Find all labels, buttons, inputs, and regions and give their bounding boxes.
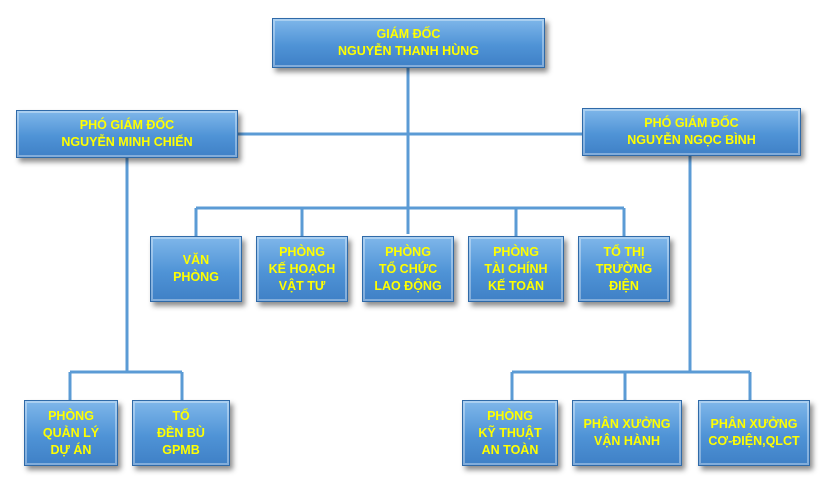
director-title: GIÁM ĐỐC [376, 27, 441, 41]
unit-mechanical-box: PHÂN XƯỞNG CƠ-ĐIỆN,QLCT [698, 400, 810, 466]
unit-operation-box: PHÂN XƯỞNG VẬN HÀNH [572, 400, 682, 466]
unit-safety-line3: AN TOÀN [481, 442, 539, 457]
dept-personnel-line3: LAO ĐỘNG [374, 278, 442, 293]
unit-operation-line2: VẬN HÀNH [594, 434, 660, 448]
dept-office-line2: PHÒNG [173, 270, 219, 284]
dept-planning-line3: VẬT TƯ [278, 278, 326, 293]
dept-planning-box: PHÒNG KẾ HOẠCH VẬT TƯ [256, 236, 348, 302]
dept-personnel-box: PHÒNG TỔ CHỨC LAO ĐỘNG [362, 236, 454, 302]
dept-personnel-line2: TỔ CHỨC [378, 261, 438, 276]
director-box: GIÁM ĐỐC NGUYỄN THANH HÙNG [272, 18, 545, 68]
unit-safety-line1: PHÒNG [487, 408, 533, 423]
unit-project-box: PHÒNG QUẢN LÝ DỰ ÁN [24, 400, 118, 466]
dept-finance-line3: KẾ TOÁN [487, 278, 545, 293]
unit-project-line2: QUẢN LÝ [42, 425, 100, 440]
unit-compensation-line2: ĐỀN BÙ [157, 425, 205, 440]
unit-compensation-line1: TỔ [172, 408, 190, 423]
unit-safety-box: PHÒNG KỸ THUẬT AN TOÀN [462, 400, 558, 466]
dept-finance-line1: PHÒNG [493, 244, 539, 259]
unit-compensation-line3: GPMB [162, 442, 200, 457]
dept-market-line1: TỔ THỊ [603, 244, 645, 259]
deputy-left-title: PHÓ GIÁM ĐỐC [79, 118, 175, 132]
dept-office-line1: VĂN [182, 253, 210, 267]
unit-project-line1: PHÒNG [48, 408, 94, 423]
unit-mechanical-line1: PHÂN XƯỞNG [710, 417, 798, 431]
dept-office-box: VĂN PHÒNG [150, 236, 242, 302]
deputy-right-name: NGUYỄN NGỌC BÌNH [627, 133, 756, 147]
deputy-right-box: PHÓ GIÁM ĐỐC NGUYỄN NGỌC BÌNH [582, 108, 801, 156]
dept-planning-line2: KẾ HOẠCH [268, 261, 336, 276]
dept-market-line2: TRƯỜNG [595, 261, 653, 276]
deputy-right-title: PHÓ GIÁM ĐỐC [644, 116, 739, 130]
unit-mechanical-line2: CƠ-ĐIỆN,QLCT [708, 434, 800, 448]
dept-market-line3: ĐIỆN [609, 278, 639, 293]
unit-project-line3: DỰ ÁN [50, 442, 92, 457]
unit-safety-line2: KỸ THUẬT [478, 425, 542, 440]
unit-operation-line1: PHÂN XƯỞNG [583, 417, 671, 431]
director-name: NGUYỄN THANH HÙNG [338, 44, 479, 58]
unit-compensation-box: TỔ ĐỀN BÙ GPMB [132, 400, 230, 466]
deputy-left-box: PHÓ GIÁM ĐỐC NGUYỄN MINH CHIẾN [16, 110, 238, 158]
dept-finance-box: PHÒNG TÀI CHÍNH KẾ TOÁN [468, 236, 564, 302]
dept-market-box: TỔ THỊ TRƯỜNG ĐIỆN [578, 236, 670, 302]
dept-finance-line2: TÀI CHÍNH [484, 261, 548, 276]
dept-personnel-line1: PHÒNG [385, 244, 431, 259]
dept-planning-line1: PHÒNG [279, 244, 325, 259]
deputy-left-name: NGUYỄN MINH CHIẾN [61, 135, 193, 149]
